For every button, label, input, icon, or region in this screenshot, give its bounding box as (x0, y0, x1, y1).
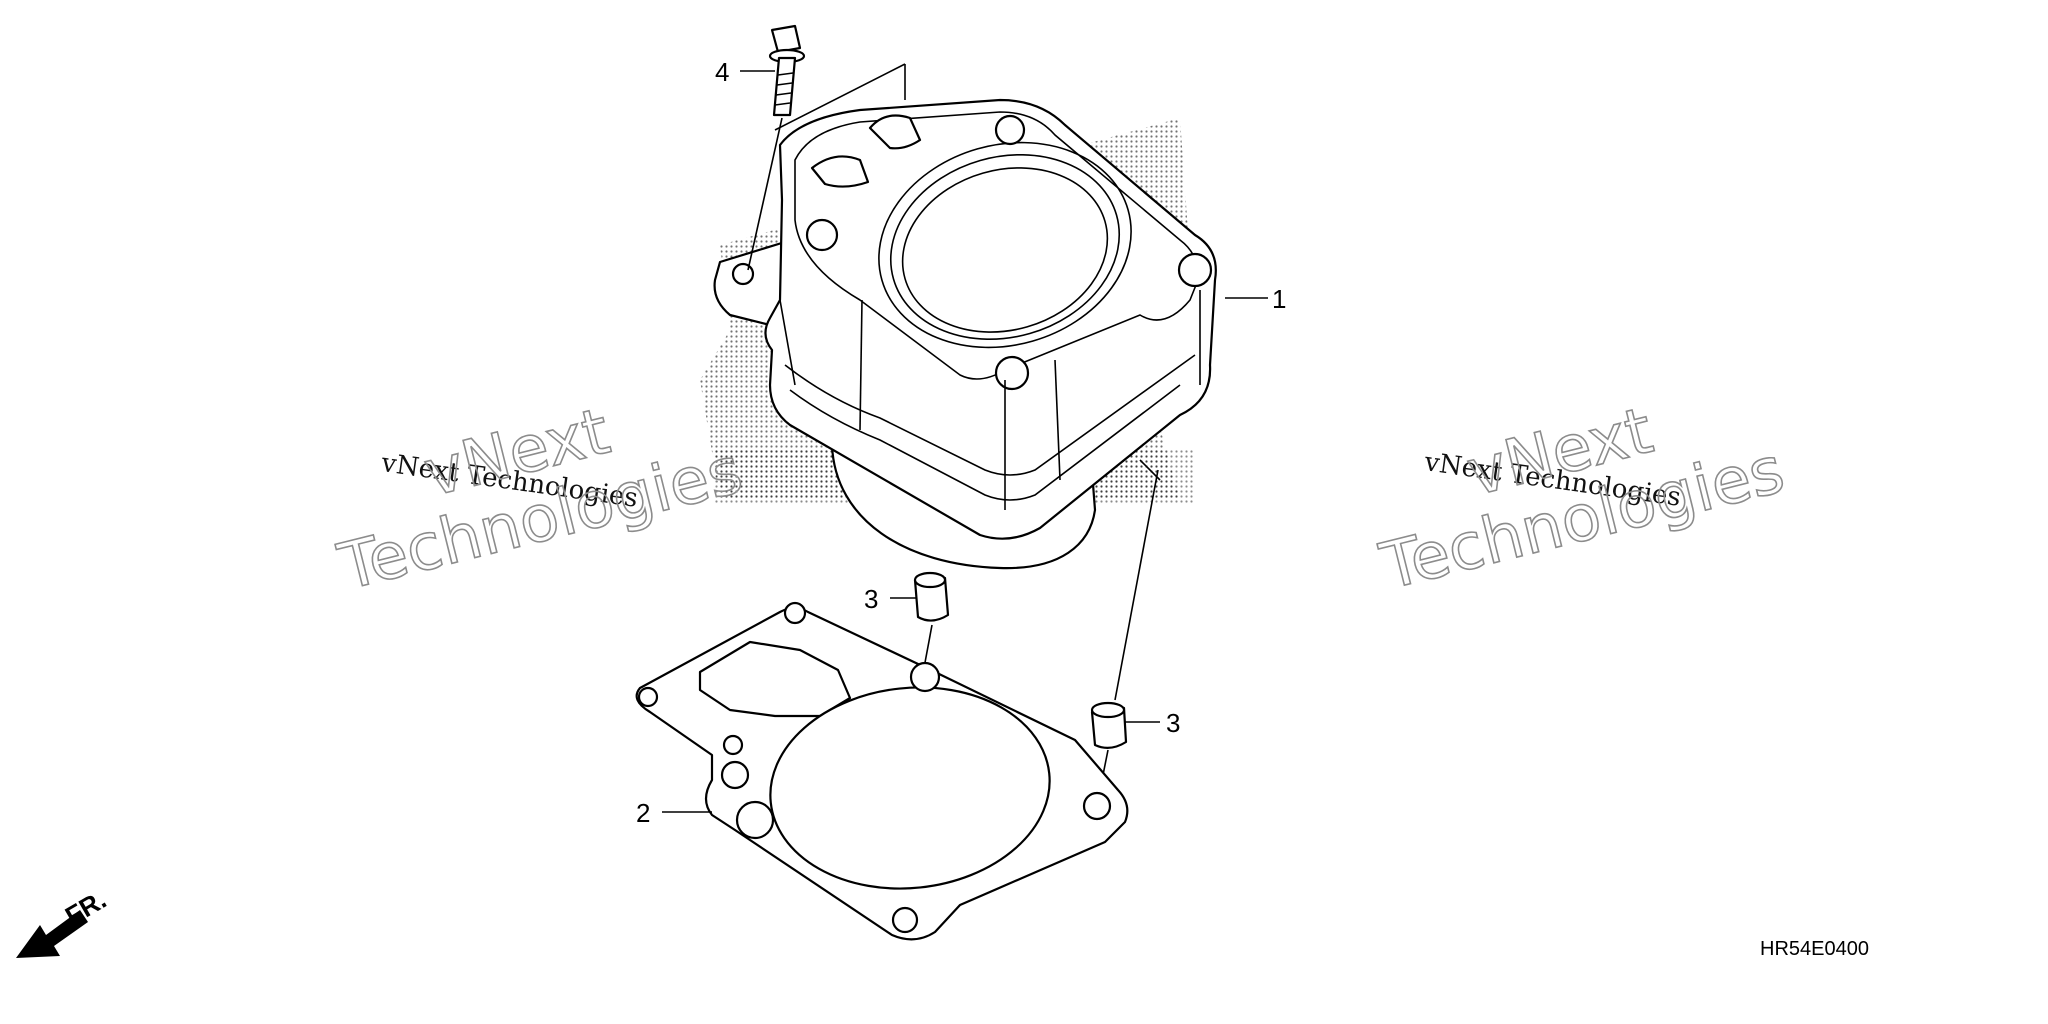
callout-1-label: 1 (1272, 284, 1286, 314)
dowel-pin-lower (1090, 469, 1159, 801)
callout-3a-label: 3 (864, 584, 878, 614)
flange-bolt (747, 24, 806, 271)
cylinder-gasket (635, 601, 1129, 941)
watermark-left-large: vNext Technologies (331, 394, 750, 606)
callout-3b-label: 3 (1166, 708, 1180, 738)
cylinder-deck (794, 111, 1199, 380)
callout-2-label: 2 (636, 798, 650, 828)
dowel-pin-upper (913, 571, 950, 669)
callout-1: 1 (1225, 284, 1286, 314)
figure-code: HR54E0400 (1760, 938, 1869, 960)
cylinder-block (764, 98, 1217, 540)
callout-4: 4 (715, 57, 775, 87)
callout-3b: 3 (1125, 708, 1180, 738)
cylinder (713, 98, 1217, 570)
callout-4-label: 4 (715, 57, 729, 87)
watermark-right-large: vNext Technologies (1373, 393, 1792, 605)
callout-3a: 3 (864, 584, 917, 614)
front-direction-arrow: FR. (16, 884, 111, 958)
callout-2: 2 (636, 798, 712, 828)
